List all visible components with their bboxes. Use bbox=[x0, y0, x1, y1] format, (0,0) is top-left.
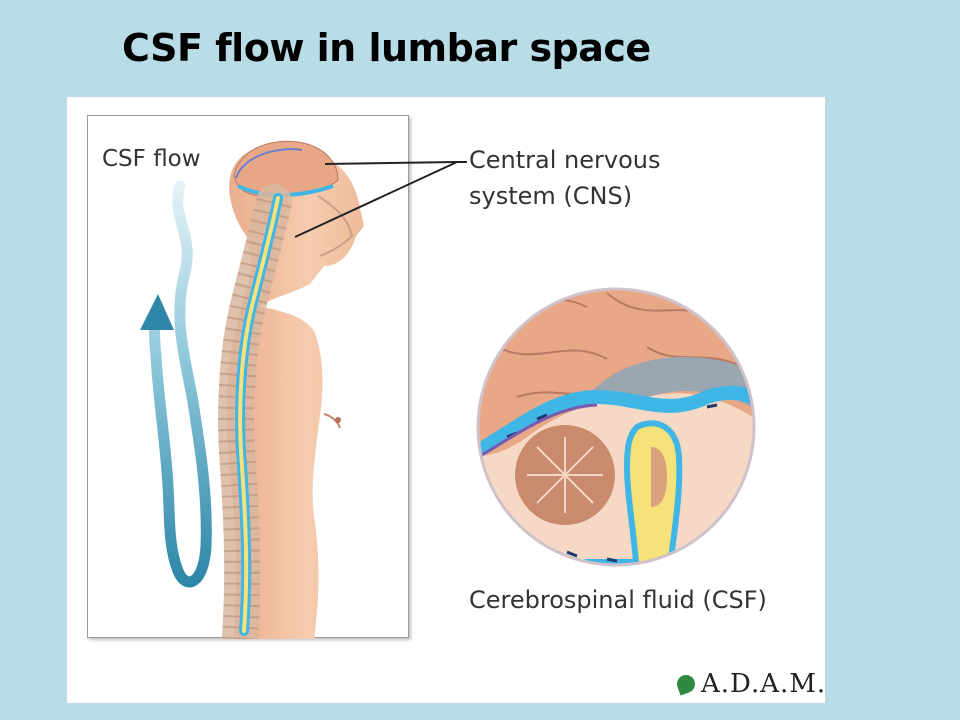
leaf-icon bbox=[674, 672, 697, 695]
csf-illustration: CSF flow Central nervous system (CNS) bbox=[67, 97, 825, 703]
csf-label: Cerebrospinal fluid (CSF) bbox=[469, 585, 767, 615]
slide-title: CSF flow in lumbar space bbox=[122, 26, 651, 70]
adam-logo: A.D.A.M. bbox=[677, 667, 826, 701]
